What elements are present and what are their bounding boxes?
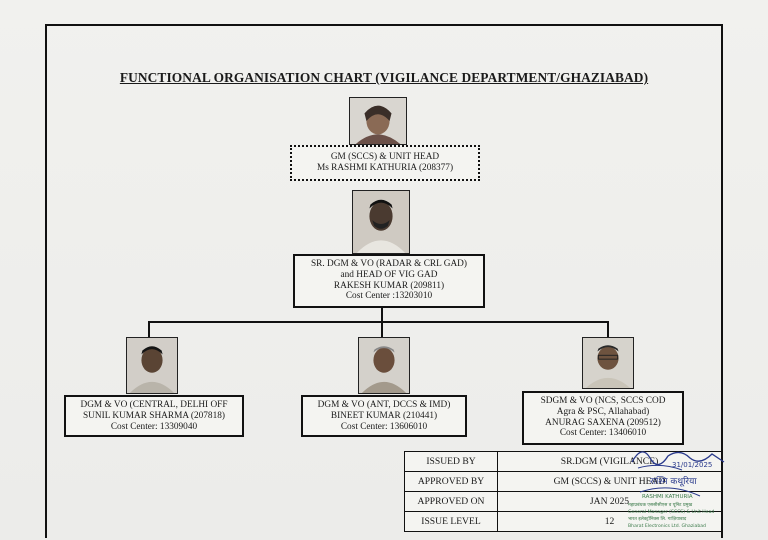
officer-designation: DGM & VO (CENTRAL, DELHI OFF <box>80 400 228 410</box>
officer-designation: DGM & VO (ANT, DCCS & IMD) <box>317 400 451 410</box>
officer-designation: SDGM & VO (NCS, SCCS COD <box>540 396 666 406</box>
officer-name: ANURAG SAXENA (209512) <box>545 417 661 428</box>
issue-value: GM (SCCS) & UNIT HEAD <box>497 471 722 492</box>
officer-cost-center: Cost Center: 13606010 <box>340 421 428 432</box>
sr-dgm-name: RAKESH KUMAR (209811) <box>333 280 445 291</box>
officer-cost-center: Cost Center: 13309040 <box>110 421 198 432</box>
issue-value: JAN 2025 <box>497 491 722 512</box>
issue-label: APPROVED BY <box>404 471 498 492</box>
gm-name: Ms RASHMI KATHURIA (208377) <box>316 162 454 173</box>
table-row: APPROVED ON JAN 2025 <box>404 491 722 512</box>
box-gm-unit-head: GM (SCCS) & UNIT HEAD Ms RASHMI KATHURIA… <box>290 145 480 181</box>
issue-label: APPROVED ON <box>404 491 498 512</box>
issue-label: ISSUED BY <box>404 451 498 472</box>
issue-details-table: ISSUED BY SR.DGM (VIGILANCE) APPROVED BY… <box>404 451 722 532</box>
connector-line <box>148 321 609 323</box>
photo-gm-unit-head <box>349 97 407 145</box>
issue-value: SR.DGM (VIGILANCE) <box>497 451 722 472</box>
chart-title: FUNCTIONAL ORGANISATION CHART (VIGILANCE… <box>119 70 649 85</box>
box-sdgm: SDGM & VO (NCS, SCCS COD Agra & PSC, All… <box>522 391 684 445</box>
box-dgm-ant: DGM & VO (ANT, DCCS & IMD) BINEET KUMAR … <box>301 395 467 437</box>
connector-line <box>607 321 609 337</box>
gm-designation: GM (SCCS) & UNIT HEAD <box>330 152 440 162</box>
table-row: ISSUE LEVEL 12 <box>404 511 722 532</box>
photo-sdgm <box>582 337 634 389</box>
photo-dgm-central <box>126 337 178 394</box>
sr-dgm-cost-center: Cost Center :13203010 <box>345 291 433 302</box>
issue-value: 12 <box>497 511 722 532</box>
officer-name: BINEET KUMAR (210441) <box>330 410 438 421</box>
box-sr-dgm: SR. DGM & VO (RADAR & CRL GAD) and HEAD … <box>293 254 485 308</box>
photo-dgm-ant <box>358 337 410 394</box>
officer-cost-center: Cost Center: 13406010 <box>559 428 647 439</box>
officer-jurisdiction: Agra & PSC, Allahabad) <box>556 406 650 417</box>
issue-label: ISSUE LEVEL <box>404 511 498 532</box>
table-row: APPROVED BY GM (SCCS) & UNIT HEAD <box>404 471 722 492</box>
box-dgm-central: DGM & VO (CENTRAL, DELHI OFF SUNIL KUMAR… <box>64 395 244 437</box>
connector-line <box>381 321 383 337</box>
connector-line <box>148 321 150 337</box>
sr-dgm-designation: SR. DGM & VO (RADAR & CRL GAD) <box>311 259 467 269</box>
photo-sr-dgm <box>352 190 410 254</box>
chart-frame <box>45 24 723 538</box>
officer-name: SUNIL KUMAR SHARMA (207818) <box>83 410 225 421</box>
table-row: ISSUED BY SR.DGM (VIGILANCE) <box>404 451 722 472</box>
sr-dgm-role: and HEAD OF VIG GAD <box>340 269 438 280</box>
connector-line <box>381 308 383 322</box>
